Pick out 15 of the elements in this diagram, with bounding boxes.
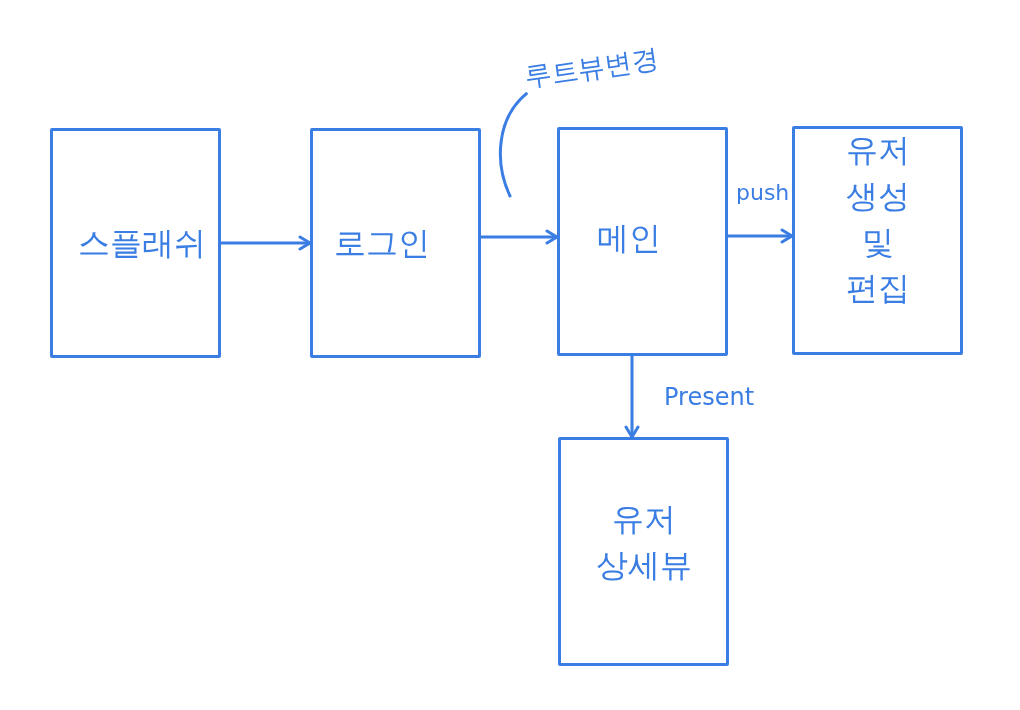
leader-line <box>498 92 528 198</box>
arrow <box>624 354 640 439</box>
screen-box <box>558 437 729 666</box>
screen-title: 메인 <box>595 217 662 259</box>
screen-box <box>792 126 963 355</box>
screen-box <box>557 127 728 356</box>
arrow <box>726 228 794 244</box>
screen-title: 유저 생성 및 편집 <box>844 129 911 309</box>
screen-box <box>50 128 221 358</box>
screen-title: 스플래쉬 <box>76 223 207 264</box>
screen-box <box>310 128 481 358</box>
screen-title: 로그인 <box>332 223 431 264</box>
screen-title: 유저 상세뷰 <box>594 498 693 586</box>
arrow <box>479 229 559 245</box>
arrow <box>219 235 312 251</box>
